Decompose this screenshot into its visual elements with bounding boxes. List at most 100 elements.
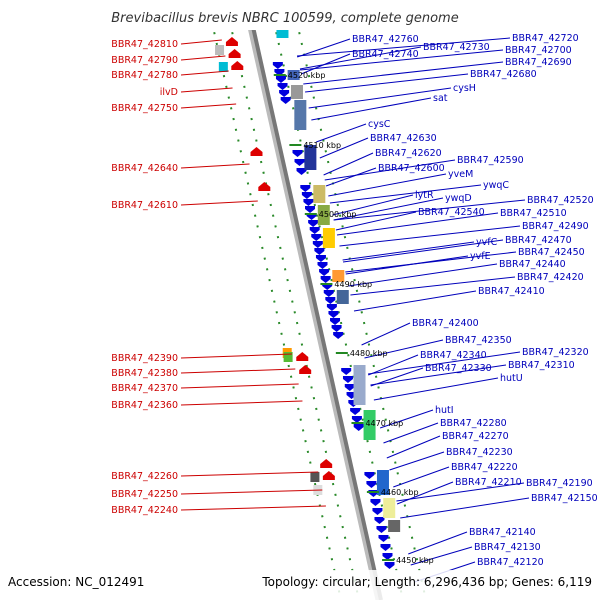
right-gene-label: BBR47_42310 (508, 360, 575, 371)
gene-block (310, 472, 320, 482)
right-leader-line (329, 184, 482, 204)
left-leader-line (180, 163, 250, 169)
footer-background (0, 570, 600, 600)
gene-block (218, 62, 228, 72)
right-leader-line (361, 322, 411, 346)
right-leader-line (348, 263, 498, 287)
right-leader-line (332, 194, 414, 216)
left-leader-line (180, 39, 222, 45)
kbp-label: 4520 kbp (288, 71, 326, 80)
right-leader-line (328, 173, 447, 197)
right-leader-line (364, 339, 444, 359)
right-leader-line (410, 546, 473, 566)
forward-gene-arrow (322, 471, 335, 480)
gene-block (383, 498, 396, 518)
left-gene-label: BBR47_42790 (111, 55, 178, 66)
right-gene-label: BBR47_42760 (352, 34, 419, 45)
left-gene-label: BBR47_42780 (111, 70, 178, 81)
gene-block (376, 470, 389, 495)
right-gene-label: BBR47_42470 (505, 235, 572, 246)
reverse-gene-arrow (350, 408, 361, 415)
right-leader-line (370, 367, 424, 387)
reverse-gene-arrow (323, 290, 334, 297)
gene-block (388, 520, 401, 532)
reverse-gene-arrow (296, 168, 307, 175)
right-gene-label: BBR47_42130 (474, 542, 541, 553)
reverse-gene-arrow (370, 499, 381, 506)
topology-text: Topology: circular; Length: 6,296,436 bp… (261, 575, 592, 589)
right-leader-line (297, 38, 351, 58)
gene-block (313, 185, 326, 203)
right-leader-line (373, 377, 499, 401)
kbp-label: 4450 kbp (396, 556, 434, 565)
left-leader-line (180, 383, 299, 389)
reverse-gene-arrow (303, 199, 314, 206)
gene-block (332, 270, 345, 282)
reverse-gene-arrow (341, 368, 352, 375)
right-gene-label: BBR47_42420 (517, 272, 584, 283)
left-gene-label: BBR47_42250 (111, 489, 178, 500)
reverse-gene-arrow (353, 424, 364, 431)
reverse-gene-arrow (342, 376, 353, 383)
right-leader-line (303, 61, 504, 85)
genome-backbone (241, 0, 383, 600)
reverse-gene-arrow (376, 526, 387, 533)
forward-gene-arrow (258, 182, 271, 191)
reverse-gene-arrow (277, 83, 288, 90)
right-gene-label: yvfC (476, 237, 498, 248)
right-leader-line (335, 211, 417, 231)
right-gene-label: BBR47_42410 (478, 286, 545, 297)
right-gene-label: ywqC (483, 180, 509, 191)
right-leader-line (396, 481, 454, 505)
reverse-gene-arrow (305, 206, 316, 213)
right-gene-label: hutU (500, 373, 523, 384)
right-leader-line (342, 241, 475, 261)
right-leader-line (296, 37, 511, 57)
reverse-gene-arrow (320, 276, 331, 283)
gene-block (215, 45, 225, 55)
forward-gene-arrow (296, 352, 309, 361)
reverse-gene-arrow (280, 97, 291, 104)
gene-block (336, 290, 349, 304)
left-gene-label: BBR47_42360 (111, 400, 178, 411)
gene-block (363, 410, 376, 440)
right-leader-line (393, 466, 450, 488)
right-gene-label: BBR47_42440 (499, 259, 566, 270)
right-gene-label: BBR47_42120 (477, 557, 544, 568)
left-gene-label: BBR47_42260 (111, 471, 178, 482)
kbp-label: 4490 kbp (334, 280, 372, 289)
right-gene-label: yveM (448, 169, 473, 180)
reverse-gene-arrow (300, 185, 311, 192)
right-gene-label: BBR47_42740 (352, 49, 419, 60)
reverse-gene-arrow (330, 318, 341, 325)
left-gene-label: ilvD (160, 87, 178, 98)
left-gene-label: BBR47_42610 (111, 200, 178, 211)
gene-block (322, 228, 335, 248)
forward-gene-arrow (299, 365, 312, 374)
reverse-gene-arrow (374, 517, 385, 524)
reverse-gene-arrow (274, 69, 285, 76)
right-gene-label: BBR47_42140 (469, 527, 536, 538)
reverse-gene-arrow (301, 192, 312, 199)
left-gene-label: BBR47_42750 (111, 103, 178, 114)
right-leader-line (339, 225, 521, 247)
right-leader-line (308, 87, 452, 109)
right-gene-label: BBR47_42340 (420, 350, 487, 361)
right-gene-label: sat (433, 93, 448, 104)
right-gene-label: BBR47_42270 (442, 431, 509, 442)
right-leader-line (353, 290, 477, 312)
gene-block (294, 100, 307, 130)
reverse-gene-arrow (319, 269, 330, 276)
forward-gene-arrow (231, 61, 244, 70)
kbp-label: 4500 kbp (319, 210, 357, 219)
reverse-gene-arrow (364, 472, 375, 479)
forward-gene-arrow (320, 459, 333, 468)
right-leader-line (396, 482, 525, 502)
right-leader-line (299, 46, 422, 70)
right-gene-label: BBR47_42720 (512, 33, 579, 44)
right-leader-line (324, 159, 456, 181)
gene-layer (215, 20, 401, 569)
right-leader-line (311, 97, 432, 121)
right-leader-line (383, 422, 439, 444)
